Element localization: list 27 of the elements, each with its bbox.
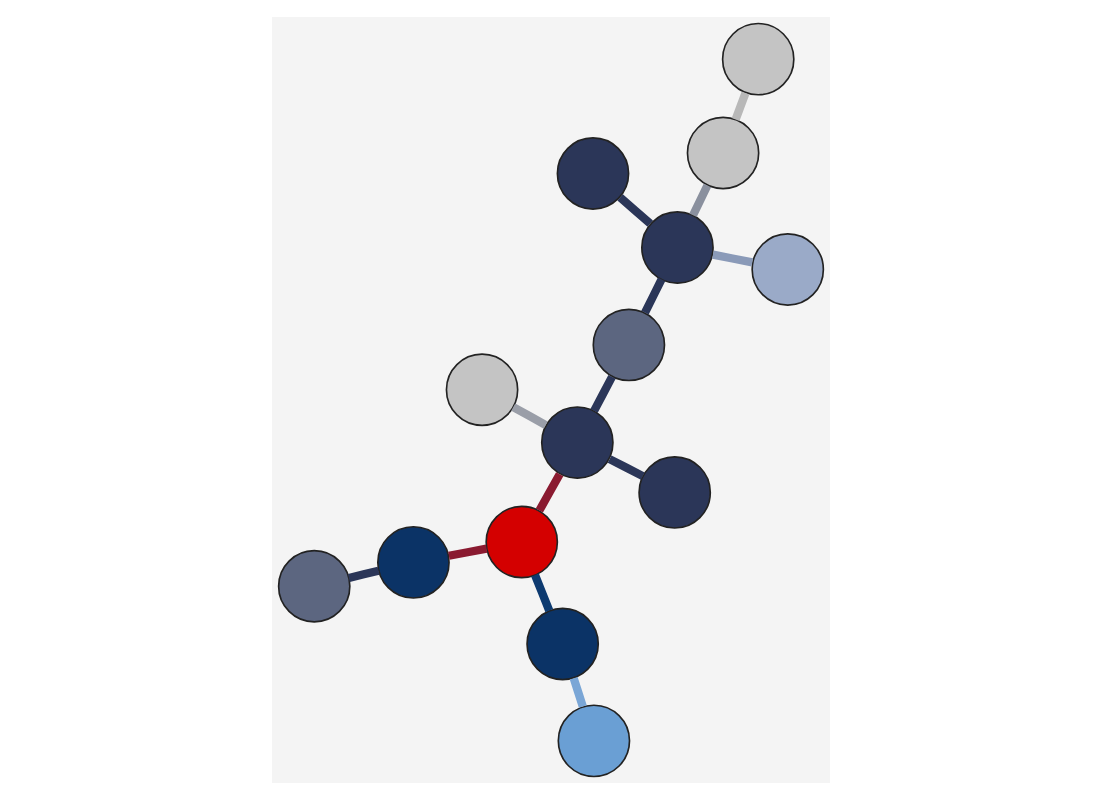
connector bbox=[589, 374, 615, 413]
node-circle bbox=[484, 505, 558, 579]
node-circle bbox=[276, 549, 350, 623]
connector bbox=[530, 573, 553, 613]
connector bbox=[688, 183, 711, 218]
node-circle bbox=[640, 211, 713, 284]
node-circle bbox=[637, 456, 711, 529]
connector bbox=[616, 194, 652, 227]
node-circle bbox=[750, 233, 824, 306]
node-circle bbox=[556, 704, 630, 778]
node-circle bbox=[525, 607, 599, 681]
connector bbox=[346, 566, 379, 582]
node-circle bbox=[376, 525, 449, 599]
connector bbox=[640, 277, 665, 315]
node-circle bbox=[685, 116, 759, 190]
connector bbox=[534, 472, 563, 513]
node-circle bbox=[591, 308, 665, 382]
node-circle bbox=[539, 406, 613, 479]
node-circle bbox=[720, 22, 794, 96]
node-circle bbox=[555, 137, 629, 210]
connector bbox=[711, 250, 753, 267]
node-circle bbox=[444, 353, 518, 427]
connector bbox=[510, 403, 547, 429]
connector bbox=[606, 455, 644, 480]
connector bbox=[568, 677, 586, 708]
connector bbox=[447, 544, 487, 560]
connector bbox=[730, 91, 749, 121]
